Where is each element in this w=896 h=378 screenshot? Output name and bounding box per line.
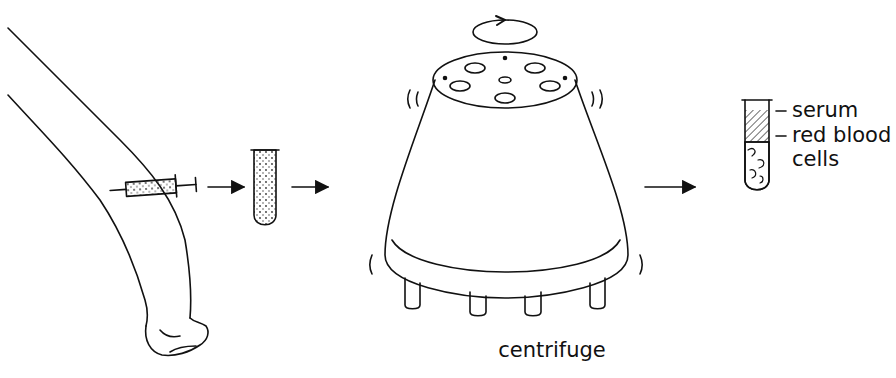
blood-tube [254, 150, 276, 225]
part-label: serum [792, 98, 892, 122]
syringe [109, 174, 196, 202]
flow-arrow [645, 186, 695, 188]
arm [8, 28, 208, 355]
machine-label: centrifuge [452, 338, 652, 362]
centrifuge-machine [370, 16, 643, 316]
separated-tube [742, 100, 786, 190]
leader-line [776, 110, 786, 112]
flow-arrow [292, 186, 328, 188]
part-label: red blood cells [792, 123, 892, 171]
flow-arrow [208, 186, 244, 188]
leader-line [776, 135, 786, 137]
